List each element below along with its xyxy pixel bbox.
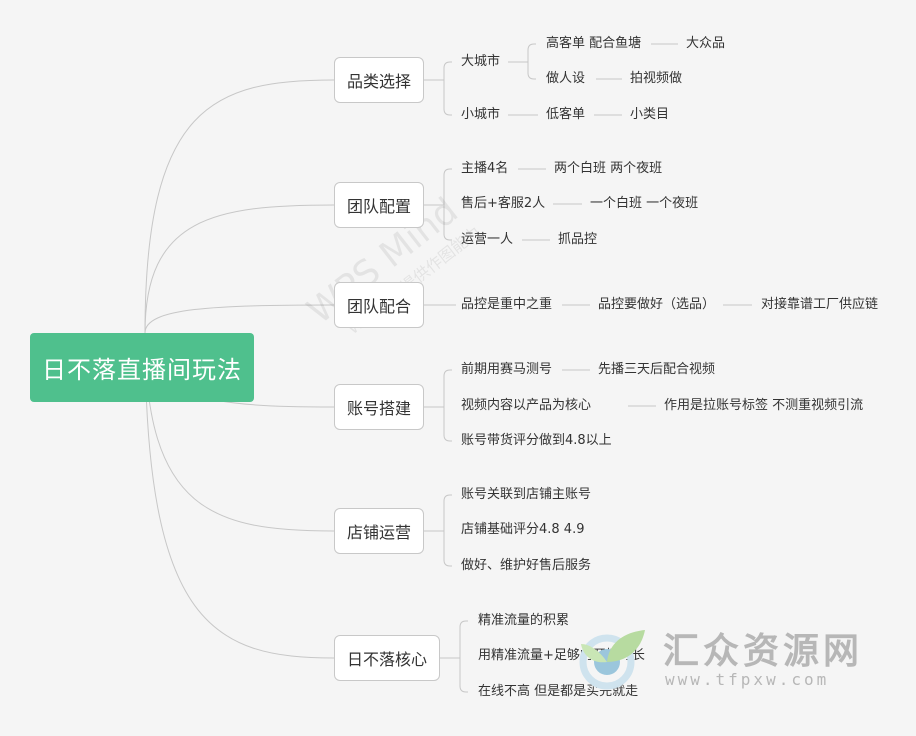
node-small-city[interactable]: 小城市: [461, 107, 501, 122]
node-rating[interactable]: 账号带货评分做到4.8以上: [461, 433, 612, 448]
node-factory-supply[interactable]: 对接靠谱工厂供应链: [761, 297, 879, 312]
branch-label: 账号搭建: [346, 399, 411, 418]
node-low-price[interactable]: 低客单: [546, 107, 586, 122]
site-watermark-name: 汇众资源网: [663, 631, 864, 672]
root-branch-connector: [144, 79, 335, 334]
node-horse-race[interactable]: 前期用赛马测号: [461, 362, 553, 377]
child-bracket: [527, 43, 536, 80]
root-branch-connector: [144, 204, 335, 334]
branch-store-operation[interactable]: 店铺运营: [334, 508, 424, 554]
node-niche[interactable]: 小类目: [630, 107, 670, 122]
branch-category-selection[interactable]: 品类选择: [334, 57, 424, 103]
node-link-account[interactable]: 账号关联到店铺主账号: [461, 487, 592, 502]
node-qc-priority[interactable]: 品控是重中之重: [461, 297, 553, 312]
node-store-score[interactable]: 店铺基础评分4.8 4.9: [461, 522, 585, 537]
branch-bracket: [443, 369, 452, 442]
branch-label: 品类选择: [346, 72, 411, 91]
branch-bracket: [443, 61, 452, 116]
branch-bracket: [459, 620, 468, 693]
node-anchor-shifts[interactable]: 两个白班 两个夜班: [554, 161, 663, 176]
node-service-shifts[interactable]: 一个白班 一个夜班: [590, 196, 699, 211]
node-persona[interactable]: 做人设: [546, 71, 586, 86]
node-high-price[interactable]: 高客单 配合鱼塘: [546, 36, 642, 51]
node-three-days[interactable]: 先播三天后配合视频: [598, 362, 716, 377]
node-product-selection[interactable]: 品控要做好（选品）: [598, 297, 716, 312]
branch-label: 店铺运营: [346, 523, 411, 542]
node-quality-control[interactable]: 抓品控: [558, 232, 598, 247]
leaf-logo-icon: [579, 630, 645, 690]
branch-label: 日不落核心: [346, 650, 427, 669]
node-mass-product[interactable]: 大众品: [686, 36, 726, 51]
node-traffic-accumulation[interactable]: 精准流量的积累: [478, 613, 570, 628]
root-branch-connector: [144, 304, 335, 334]
node-after-sales[interactable]: 做好、维护好售后服务: [461, 558, 592, 573]
site-watermark-url: www.tfpxw.com: [665, 670, 830, 689]
branch-core[interactable]: 日不落核心: [334, 635, 440, 681]
branch-label: 团队配置: [346, 197, 411, 216]
branch-label: 团队配合: [346, 297, 411, 316]
root-topic[interactable]: 日不落直播间玩法: [30, 333, 254, 402]
root-branch-connector: [144, 332, 335, 659]
node-video[interactable]: 拍视频做: [630, 71, 683, 86]
root-topic-label: 日不落直播间玩法: [42, 356, 242, 384]
site-watermark: 汇众资源网 www.tfpxw.com: [575, 618, 895, 698]
node-video-content[interactable]: 视频内容以产品为核心: [461, 398, 592, 413]
node-anchors[interactable]: 主播4名: [461, 161, 509, 176]
branch-bracket: [443, 494, 452, 567]
node-tag-purpose[interactable]: 作用是拉账号标签 不测重视频引流: [664, 398, 864, 413]
branch-team-cooperation[interactable]: 团队配合: [334, 282, 424, 328]
node-big-city[interactable]: 大城市: [461, 54, 501, 69]
branch-bracket: [443, 168, 452, 241]
node-operator[interactable]: 运营一人: [461, 232, 514, 247]
branch-account-setup[interactable]: 账号搭建: [334, 384, 424, 430]
node-service-staff[interactable]: 售后+客服2人: [461, 196, 546, 211]
branch-team-config[interactable]: 团队配置: [334, 182, 424, 228]
